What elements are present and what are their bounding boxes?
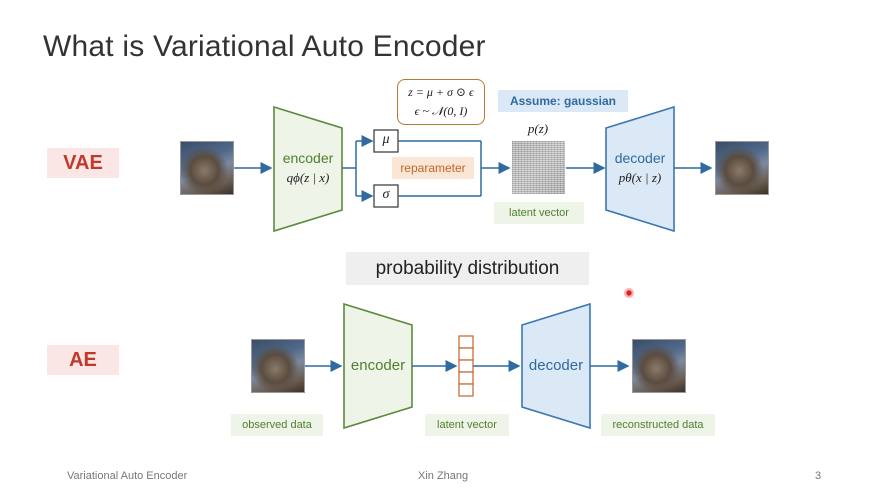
slide-title: What is Variational Auto Encoder [43,30,486,63]
formula-line-2: ϵ ~ 𝒩(0, I) [414,104,468,118]
assume-gaussian-label: Assume: gaussian [498,90,628,112]
reparameter-label: reparameter [392,157,474,179]
ae-output-image [632,339,686,393]
footer-author: Xin Zhang [418,470,469,482]
pointer-dot [624,288,634,298]
ae-latent-vector-label: latent vector [425,414,509,436]
reparameterization-formula: z = μ + σ ⊙ ϵ ϵ ~ 𝒩(0, I) [397,79,485,125]
vae-decoder-formula: pθ(x | z) [618,170,662,185]
ae-decoder-label: decoder [528,357,584,374]
vae-encoder-label: encoder [282,150,334,166]
sigma-label: σ [382,187,390,202]
vae-output-image [715,141,769,195]
footer-course-title: Variational Auto Encoder [67,470,188,482]
probability-distribution-banner: probability distribution [346,252,589,285]
ae-encoder-label: encoder [350,357,406,374]
prior-label: p(z) [527,121,549,136]
vae-decoder-label: decoder [614,150,666,166]
vae-input-image [180,141,234,195]
ae-tag: AE [47,345,119,375]
reconstructed-data-label: reconstructed data [601,414,715,436]
vae-encoder-shape [273,105,343,233]
ae-decoder-shape [521,302,591,430]
ae-input-image [251,339,305,393]
vae-decoder-shape [605,105,675,233]
ae-encoder-shape [343,302,413,430]
latent-noise-image [512,141,565,194]
vae-tag: VAE [47,148,119,178]
footer-page-number: 3 [815,470,822,482]
observed-data-label: observed data [231,414,323,436]
ae-latent-column [458,335,474,397]
mu-label: μ [382,132,390,147]
vae-latent-vector-label: latent vector [494,202,584,224]
formula-line-1: z = μ + σ ⊙ ϵ [408,85,474,99]
vae-encoder-formula: qϕ(z | x) [286,170,330,185]
